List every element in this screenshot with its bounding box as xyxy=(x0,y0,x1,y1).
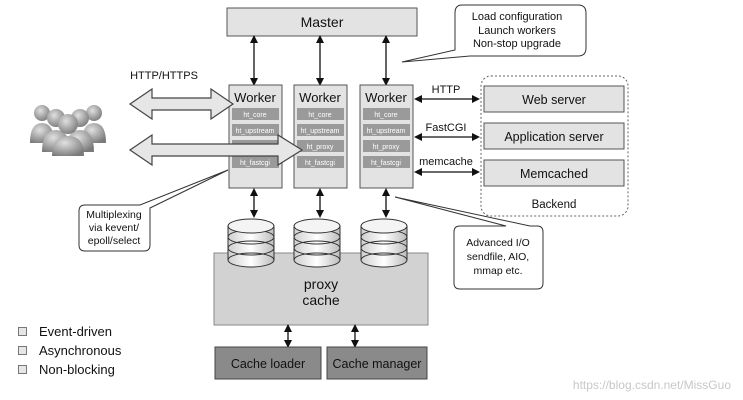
callout-multiplexing-line-1: Multiplexing xyxy=(86,209,142,221)
cache-loader-box xyxy=(214,346,322,380)
worker-2-module-4-label: ht_fastcgi xyxy=(305,160,335,167)
worker-3-module-1-label: ht_core xyxy=(374,112,397,119)
worker-1-module-1 xyxy=(232,108,279,120)
watermark: https://blog.csdn.net/MissGuo xyxy=(572,378,731,392)
http-link-label: HTTP xyxy=(432,84,461,96)
worker-2: Worker ht_core ht_upstream ht_proxy ht_f… xyxy=(293,84,348,189)
cache-manager-label: Cache manager xyxy=(333,357,422,371)
feature-legend: Event-driven Asynchronous Non-blocking xyxy=(18,322,121,379)
callout-advanced-io-line-1: Advanced I/O xyxy=(466,237,530,249)
disk-stack-2 xyxy=(293,218,341,268)
worker-1-module-1-label: ht_core xyxy=(243,112,266,119)
worker-3-label: Worker xyxy=(365,90,407,105)
backend-memcached-label: Memcached xyxy=(520,167,588,181)
callout-multiplexing-line-2: via kevent/ xyxy=(89,222,139,234)
http-https-label: HTTP/HTTPS xyxy=(130,70,198,82)
users-icon xyxy=(30,105,106,156)
callout-top-line-3: Non-stop upgrade xyxy=(473,38,561,50)
memcache-link-label: memcache xyxy=(419,156,473,168)
worker-1-module-2 xyxy=(232,124,279,136)
legend-item: Event-driven xyxy=(18,322,121,341)
worker-3-module-3-label: ht_proxy xyxy=(373,144,400,151)
callout-advanced-io-line-3: mmap etc. xyxy=(473,265,522,277)
worker-1-module-4 xyxy=(232,156,279,168)
backend-web-server-box xyxy=(483,85,625,113)
backend-application-server-box xyxy=(483,122,625,150)
bullet-square-icon xyxy=(18,327,27,336)
worker-3-module-2 xyxy=(363,124,410,136)
worker-2-module-2 xyxy=(297,124,344,136)
worker-3-module-1 xyxy=(363,108,410,120)
backend-group xyxy=(480,75,629,217)
callout-top-line-1: Load configuration xyxy=(472,11,563,23)
legend-item-label: Non-blocking xyxy=(39,362,115,377)
worker-1: Worker ht_core ht_upstream ht_proxy ht_f… xyxy=(228,84,283,189)
legend-item: Asynchronous xyxy=(18,341,121,360)
disk-stack-3 xyxy=(360,218,408,268)
legend-item-label: Event-driven xyxy=(39,324,112,339)
fastcgi-link-label: FastCGI xyxy=(426,122,467,134)
worker-1-module-4-label: ht_fastcgi xyxy=(240,160,270,167)
legend-item: Non-blocking xyxy=(18,360,121,379)
worker-2-module-2-label: ht_upstream xyxy=(301,128,340,135)
worker-2-module-3-label: ht_proxy xyxy=(307,144,334,151)
callout-advanced-io-line-2: sendfile, AIO, xyxy=(467,251,529,263)
backend-application-server-label: Application server xyxy=(504,130,603,144)
proxy-cache-label-1: proxy xyxy=(304,276,338,292)
backend-title: Backend xyxy=(532,199,577,211)
bullet-square-icon xyxy=(18,346,27,355)
callout-advanced-io: Advanced I/O sendfile, AIO, mmap etc. xyxy=(394,196,544,290)
proxy-cache-label-2: cache xyxy=(302,292,340,308)
worker-2-module-4 xyxy=(297,156,344,168)
worker-1-module-2-label: ht_upstream xyxy=(236,128,275,135)
backend-web-server-label: Web server xyxy=(522,93,586,107)
callout-top: Load configuration Launch workers Non-st… xyxy=(401,4,587,63)
client-arrow-2 xyxy=(128,133,304,167)
legend-item-label: Asynchronous xyxy=(39,343,122,358)
worker-3: Worker ht_core ht_upstream ht_proxy ht_f… xyxy=(359,84,414,189)
callout-multiplexing-line-3: epoll/select xyxy=(88,235,141,247)
callout-top-line-2: Launch workers xyxy=(478,25,556,37)
master-label: Master xyxy=(301,14,344,30)
client-arrow-1 xyxy=(128,87,235,121)
worker-2-label: Worker xyxy=(299,90,341,105)
worker-3-module-3 xyxy=(363,140,410,152)
master-box xyxy=(226,7,418,37)
worker-3-module-2-label: ht_upstream xyxy=(367,128,406,135)
callout-multiplexing: Multiplexing via kevent/ epoll/select xyxy=(78,169,229,252)
worker-2-module-1 xyxy=(297,108,344,120)
worker-1-label: Worker xyxy=(234,90,276,105)
backend-memcached-box xyxy=(483,159,625,187)
worker-3-module-4 xyxy=(363,156,410,168)
worker-2-module-1-label: ht_core xyxy=(308,112,331,119)
disk-stack-1 xyxy=(227,218,275,268)
bullet-square-icon xyxy=(18,365,27,374)
cache-loader-label: Cache loader xyxy=(231,357,305,371)
worker-3-module-4-label: ht_fastcgi xyxy=(371,160,401,167)
worker-2-module-3 xyxy=(297,140,344,152)
cache-manager-box xyxy=(326,346,428,380)
